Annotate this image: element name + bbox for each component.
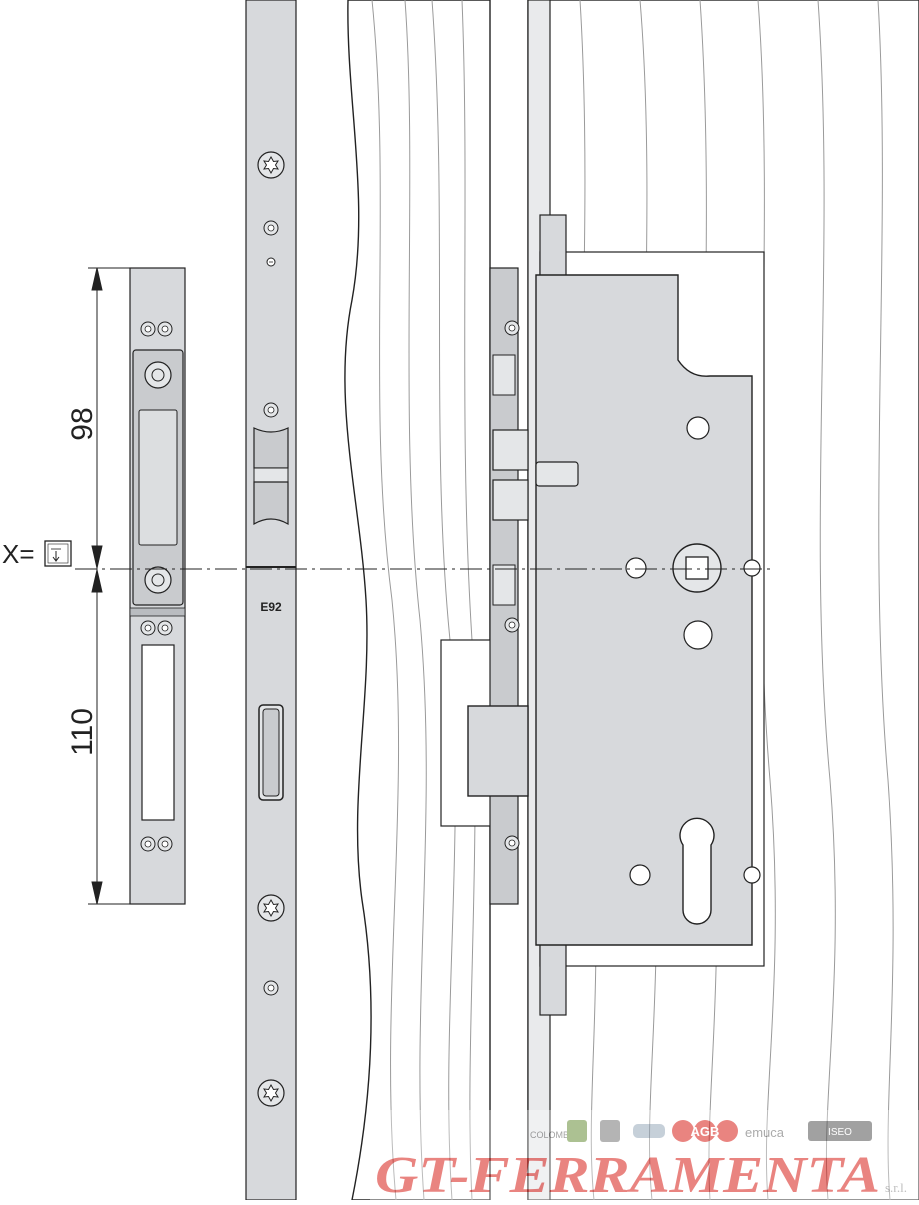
watermark: COLOMBO AGB emuca ISEO GT-FERRAMENTA s.r… (370, 1110, 919, 1204)
svg-text:COLOMBO: COLOMBO (530, 1130, 576, 1140)
svg-text:AGB: AGB (691, 1124, 720, 1139)
svg-text:emuca: emuca (745, 1125, 785, 1140)
agb-logo: AGB (672, 1120, 738, 1142)
dimension-lower: 110 (66, 708, 99, 756)
hook-bolt (253, 427, 289, 526)
svg-text:ISEO: ISEO (828, 1127, 852, 1138)
torx-screw-icon (257, 151, 285, 179)
watermark-suffix: s.r.l. (885, 1180, 907, 1195)
x-reference-label: X= (2, 539, 35, 569)
faceplate-marking: E92 (260, 600, 282, 614)
axis-marker-icon (44, 540, 72, 567)
watermark-logo-text: GT-FERRAMENTA (375, 1147, 880, 1200)
door-frame-wood (344, 0, 519, 1201)
cylinder-cutout (679, 817, 715, 925)
mortise-lock-case (467, 214, 761, 1016)
dimension-lines (88, 267, 130, 905)
dimension-upper: 98 (66, 407, 99, 440)
brand-logo-strip: COLOMBO AGB emuca ISEO (530, 1120, 872, 1142)
strike-plate (129, 267, 186, 905)
lock-faceplate: E92 (245, 0, 297, 1201)
